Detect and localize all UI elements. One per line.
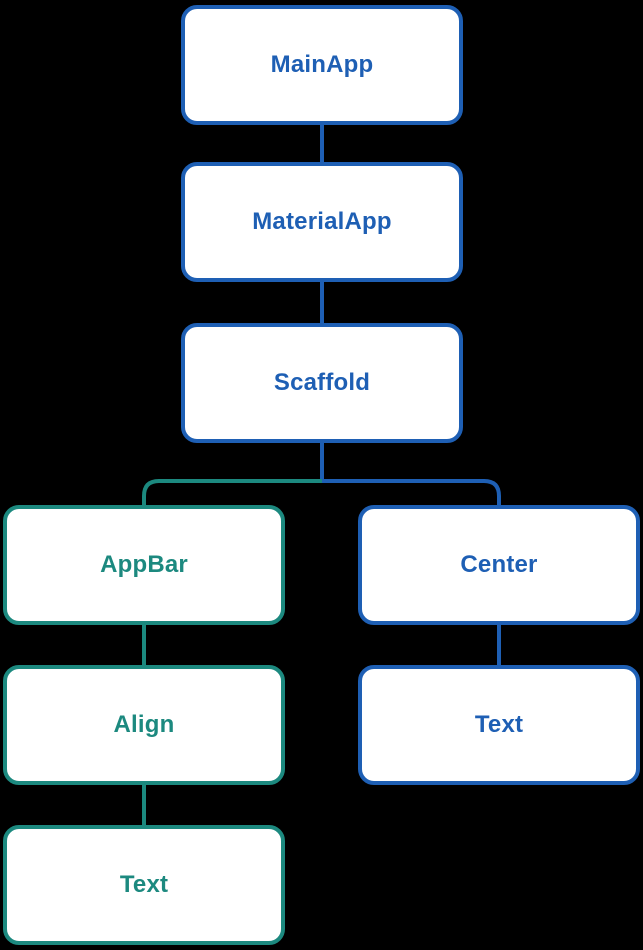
node-appbar: AppBar xyxy=(3,505,285,625)
node-align-label: Align xyxy=(113,711,175,738)
node-center: Center xyxy=(358,505,640,625)
edge-scaffold-center xyxy=(320,443,501,507)
node-scaffold-label: Scaffold xyxy=(273,369,371,396)
node-text-left: Text xyxy=(3,825,285,945)
node-mainapp: MainApp xyxy=(181,5,463,125)
node-text-left-label: Text xyxy=(119,871,169,898)
node-text-right-label: Text xyxy=(474,711,524,738)
node-text-right: Text xyxy=(358,665,640,785)
edge-scaffold-appbar xyxy=(142,479,322,507)
node-scaffold: Scaffold xyxy=(181,323,463,443)
node-center-label: Center xyxy=(460,551,538,578)
node-materialapp-label: MaterialApp xyxy=(252,208,392,235)
node-materialapp: MaterialApp xyxy=(181,162,463,282)
node-align: Align xyxy=(3,665,285,785)
node-appbar-label: AppBar xyxy=(100,551,188,578)
node-mainapp-label: MainApp xyxy=(270,51,374,78)
